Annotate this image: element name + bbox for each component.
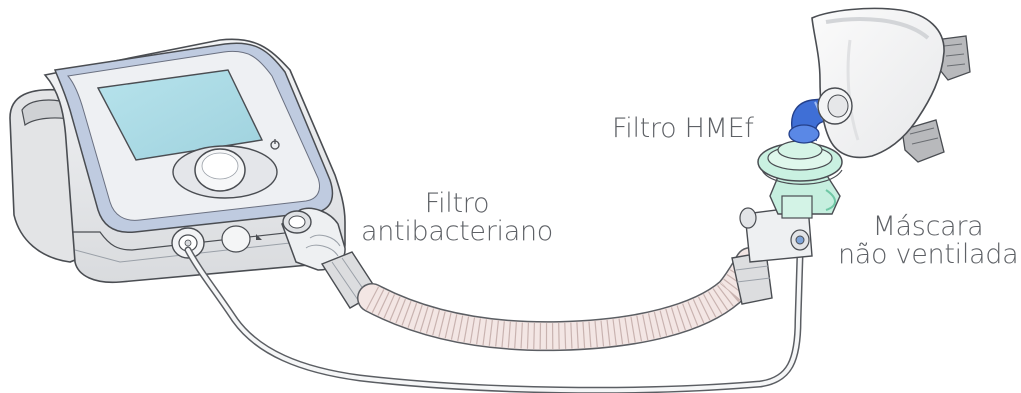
antibacterial-filter-label: Filtro antibacteriano [357,190,557,246]
mask-label-line2: não ventilada [838,241,1018,269]
antibacterial-filter-label-line1: Filtro [357,190,557,218]
mask-label: Máscara não ventilada [838,213,1018,269]
hme-filter-label: Filtro HMEf [612,115,754,143]
mask-label-line1: Máscara [838,213,1018,241]
hme-filter [758,141,842,218]
blank-port [222,226,250,252]
antibacterial-filter-label-line2: antibacteriano [357,218,557,246]
non-vented-mask [812,8,970,162]
